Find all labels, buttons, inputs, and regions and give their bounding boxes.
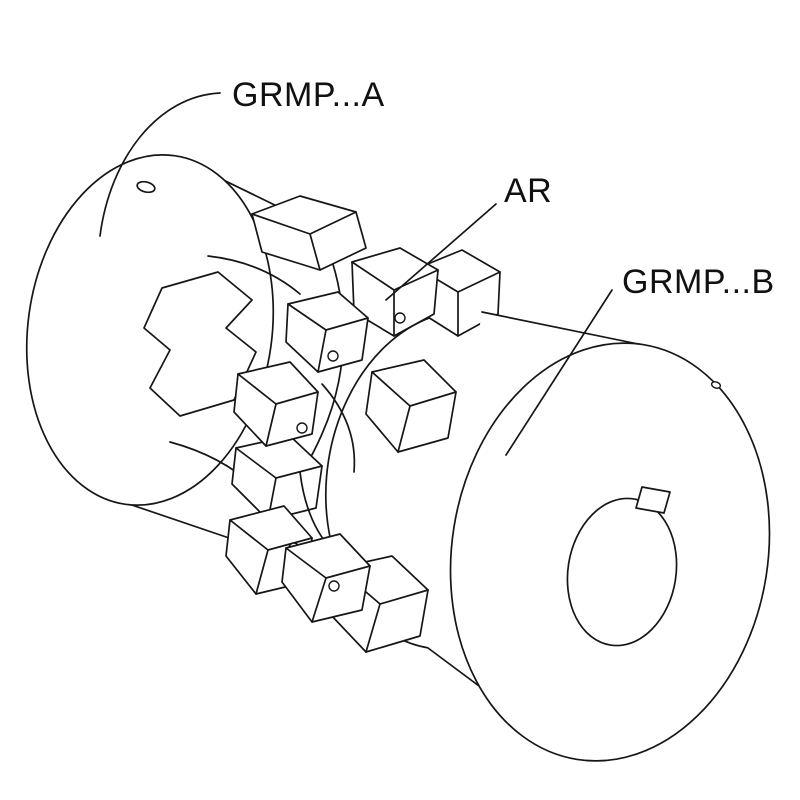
label-grmp-a: GRMP...A <box>232 76 385 114</box>
hub-b-drawing <box>324 249 771 762</box>
spider-lobe-2-edges <box>287 303 369 373</box>
callouts: GRMP...A AR GRMP...B <box>99 76 775 456</box>
hub-a-jaw-top-edges <box>251 211 357 271</box>
leader-line-ar <box>385 203 497 301</box>
hub-a-drawing <box>25 154 367 541</box>
spider-lobe-5-edges <box>285 547 371 623</box>
label-grmp-b: GRMP...B <box>622 263 775 301</box>
hub-a-bore-cutout <box>143 271 257 417</box>
spider-lobe-3-edges <box>237 373 319 447</box>
hub-a-inner-arc-top <box>207 255 301 295</box>
spider-ring-arc-1 <box>321 383 356 473</box>
label-ar: AR <box>504 172 552 210</box>
hub-b-keyway <box>635 486 671 514</box>
hub-b-bore <box>566 497 678 647</box>
leader-line-grmp-a <box>99 92 221 237</box>
spider-lobe-2 <box>285 291 369 373</box>
spider-lobe-1-pin-mark <box>394 312 406 324</box>
hub-b-jaw-middle-edges <box>371 371 457 453</box>
leader-line-grmp-b <box>505 289 613 456</box>
hub-b-pilot-hole <box>710 381 722 389</box>
spider-lobe-5-pin-mark <box>328 580 340 592</box>
hub-a-pilot-hole <box>136 180 156 194</box>
spider-lobe-2-pin-mark <box>327 350 339 362</box>
spider-lobe-3-pin-mark <box>296 422 308 434</box>
